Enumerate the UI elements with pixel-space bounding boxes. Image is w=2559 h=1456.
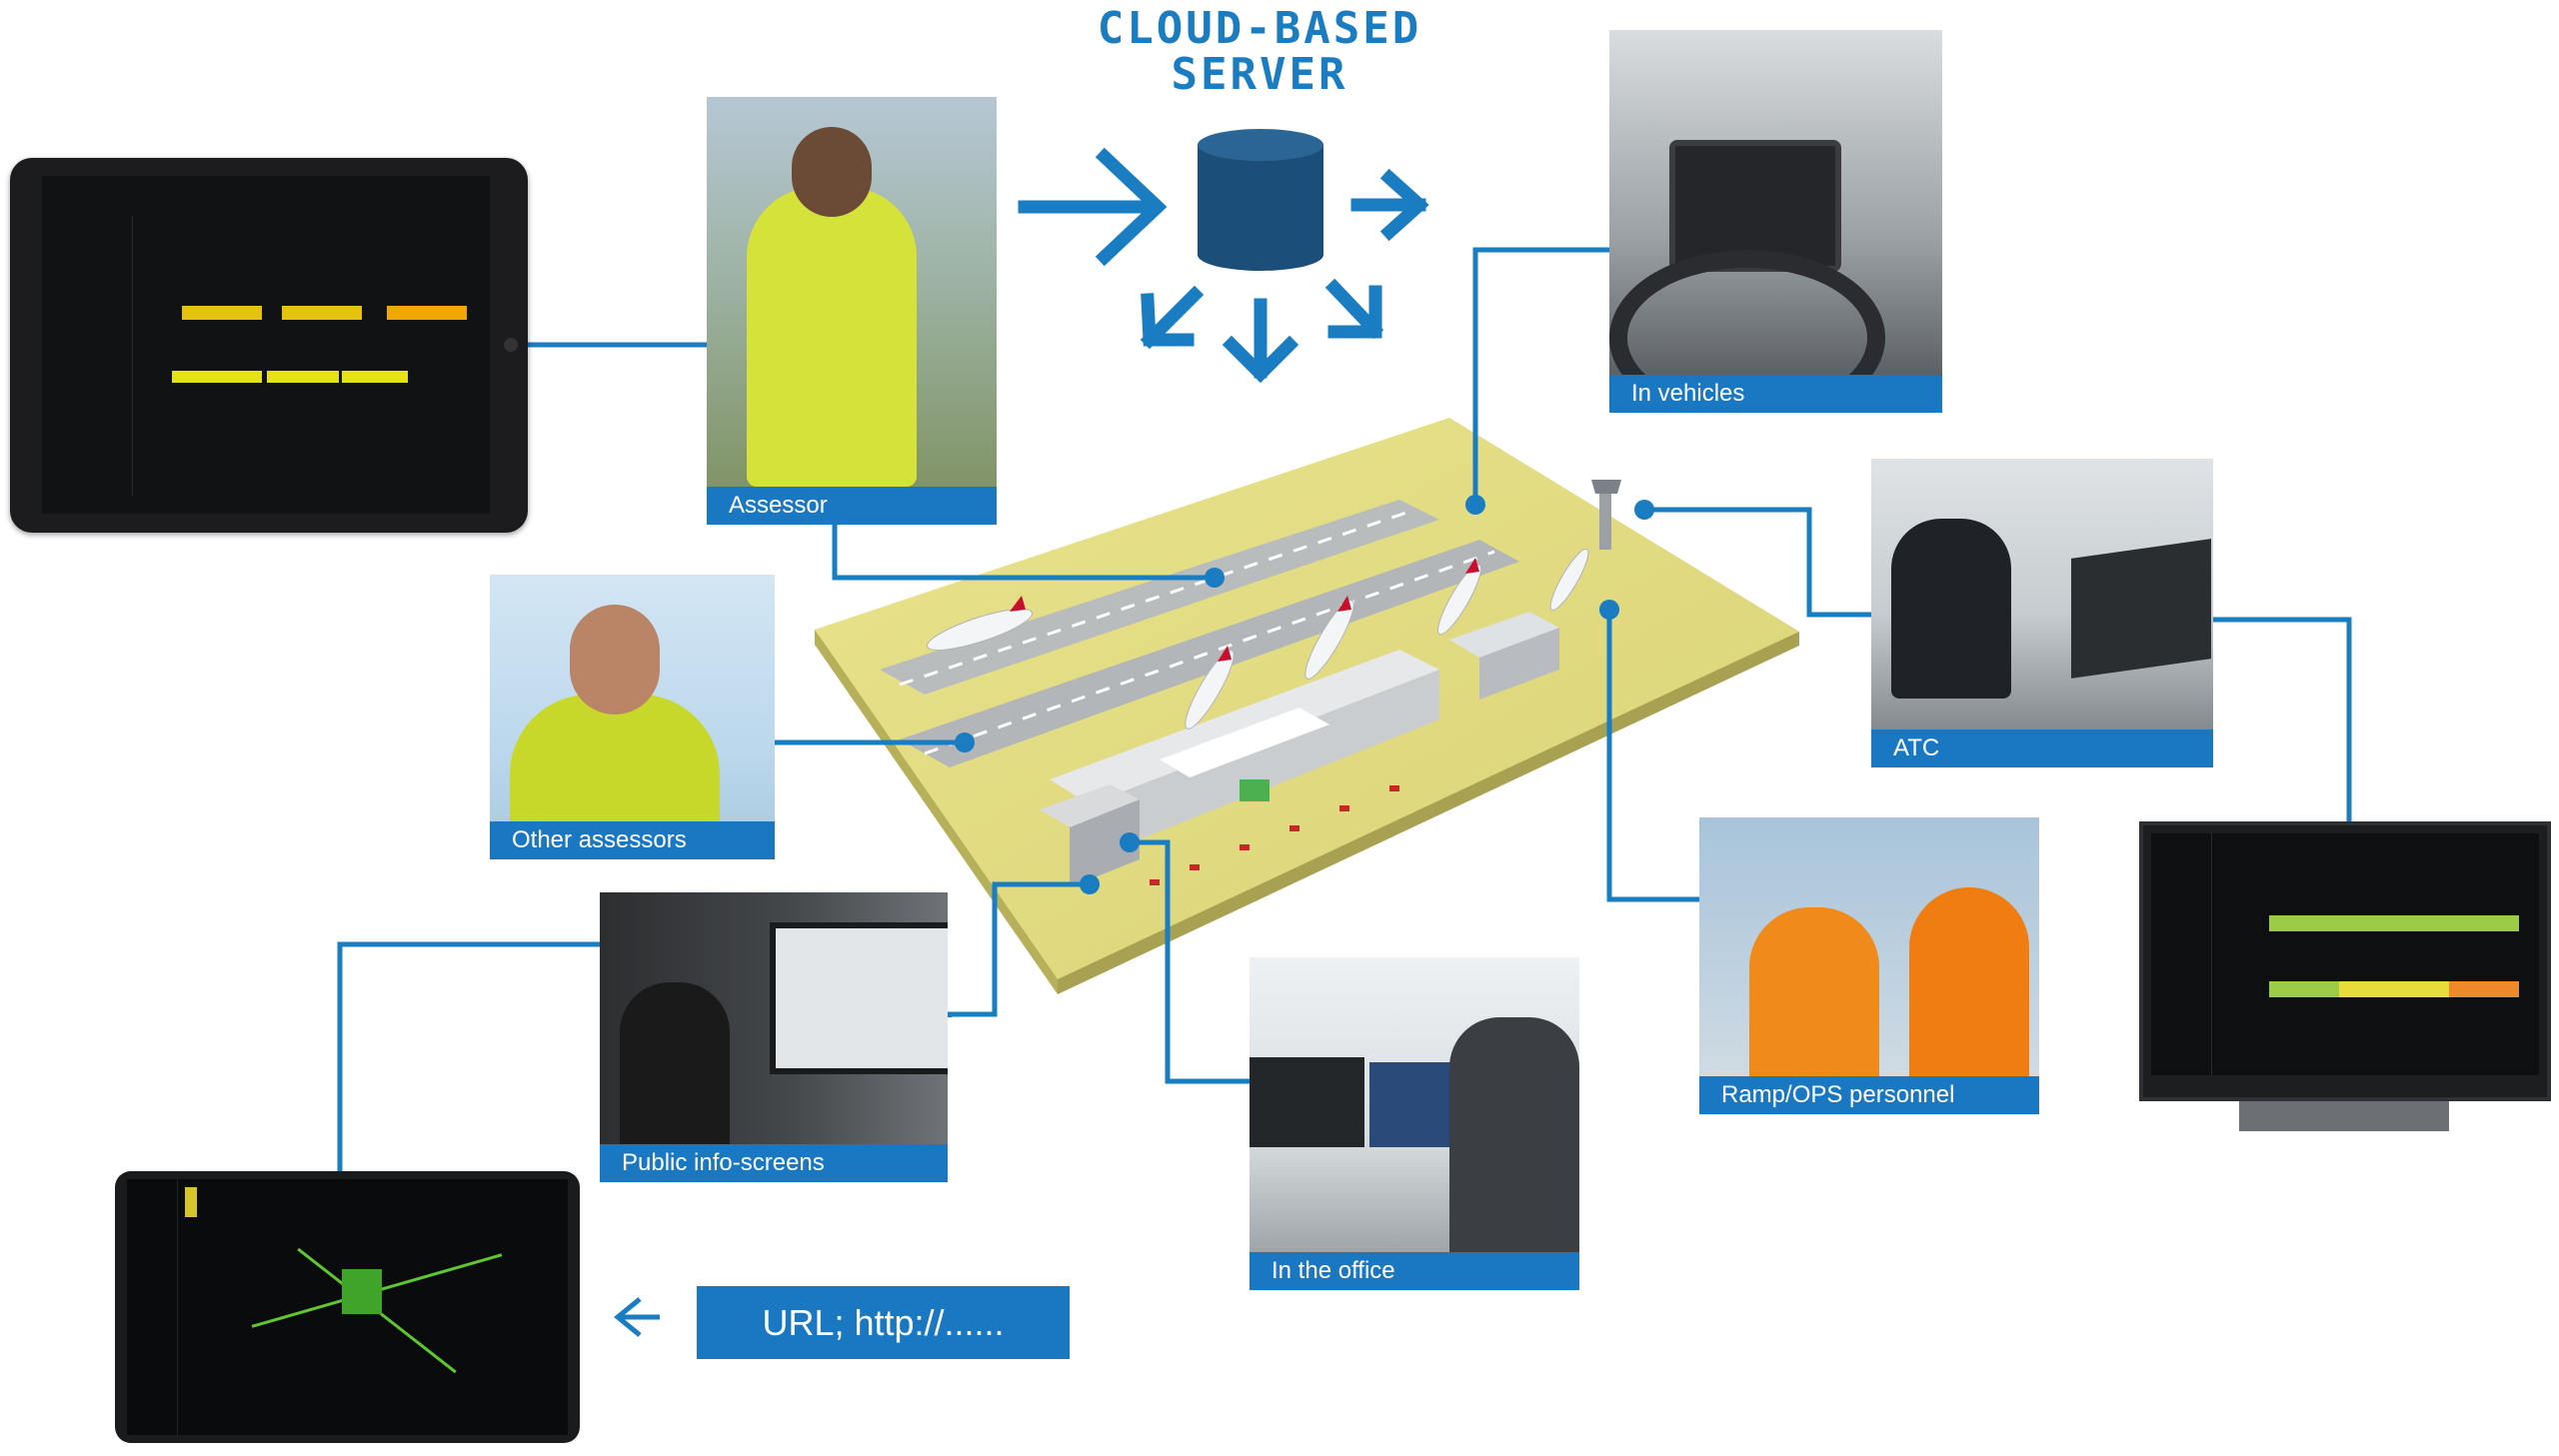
ramp-person-left <box>1749 907 1879 1107</box>
node-in-office: In the office <box>1250 957 1579 1290</box>
arrow-right-icon <box>1018 147 1429 384</box>
caption-in-office: In the office <box>1250 1252 1579 1290</box>
atc-person <box>1891 519 2011 699</box>
office-person <box>1449 1017 1579 1257</box>
connector-lines <box>337 247 2352 1337</box>
url-label: URL; http://...... <box>697 1286 1070 1359</box>
map-screen <box>127 1179 568 1435</box>
node-other-assessors: Other assessors <box>490 575 775 859</box>
office-monitor-left <box>1250 1057 1364 1147</box>
monitor-screen <box>2151 833 2539 1075</box>
atc-monitor <box>2071 539 2211 679</box>
caption-public-screens: Public info-screens <box>600 1144 948 1182</box>
caption-atc: ATC <box>1871 729 2213 767</box>
monitor-stand <box>2239 1101 2449 1131</box>
title-line-1: CLOUD-BASED <box>1097 3 1422 54</box>
node-in-vehicles: In vehicles <box>1609 30 1942 413</box>
tablet-device <box>10 158 528 533</box>
assessor-head <box>792 127 872 217</box>
desktop-monitor <box>2139 821 2551 1101</box>
caption-other-assessors: Other assessors <box>490 821 775 859</box>
node-atc: ATC <box>1871 459 2213 767</box>
info-screen <box>770 922 948 1074</box>
tablet-screen <box>42 176 490 514</box>
title-line-2: SERVER <box>1171 49 1348 100</box>
caption-assessor: Assessor <box>707 487 997 525</box>
tablet-home-button <box>504 338 518 352</box>
ramp-person-right <box>1909 887 2029 1107</box>
airport-illustration <box>815 418 1799 994</box>
caption-in-vehicles: In vehicles <box>1609 375 1942 413</box>
database-icon <box>1198 129 1323 271</box>
map-tablet <box>115 1171 580 1443</box>
node-public-screens: Public info-screens <box>600 892 948 1182</box>
other-assessor-head <box>570 605 660 715</box>
assessor-figure <box>747 187 917 487</box>
node-assessor: Assessor <box>707 97 997 525</box>
caption-ramp-ops: Ramp/OPS personnel <box>1699 1076 2039 1114</box>
server-title: CLOUD-BASED SERVER <box>1060 6 1459 98</box>
node-ramp-ops: Ramp/OPS personnel <box>1699 817 2039 1114</box>
